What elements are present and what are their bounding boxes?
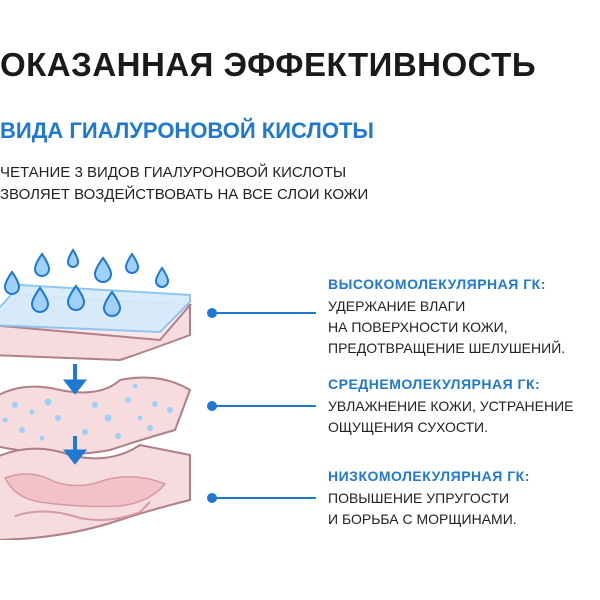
water-drop-icon — [33, 252, 51, 277]
water-drop-icon — [66, 284, 86, 311]
info-line: ПОВЫШЕНИЕ УПРУГОСТИ — [328, 490, 510, 506]
water-drop-icon — [93, 256, 113, 283]
info-title: ВЫСОКОМОЛЕКУЛЯРНАЯ ГК: — [328, 276, 546, 292]
water-drop-icon — [154, 266, 170, 288]
info-title: НИЗКОМОЛЕКУЛЯРНАЯ ГК: — [328, 468, 530, 484]
info-block-low: НИЗКОМОЛЕКУЛЯРНАЯ ГК: ПОВЫШЕНИЕ УПРУГОСТ… — [328, 468, 530, 530]
water-drop-icon — [124, 252, 140, 274]
water-drop-icon — [3, 270, 21, 295]
molecule-dots — [2, 383, 173, 441]
connectors — [207, 308, 316, 503]
arrows — [62, 364, 88, 465]
info-line: И БОРЬБА С МОРЩИНАМИ. — [328, 511, 517, 527]
page-subtitle: ВИДА ГИАЛУРОНОВОЙ КИСЛОТЫ — [0, 118, 374, 143]
page-title: ОКАЗАННАЯ ЭФФЕКТИВНОСТЬ — [0, 46, 537, 83]
info-block-high: ВЫСОКОМОЛЕКУЛЯРНАЯ ГК: УДЕРЖАНИЕ ВЛАГИ Н… — [328, 276, 565, 359]
skin-layers-illustration — [0, 248, 316, 540]
water-drop-icon — [102, 290, 122, 317]
water-drop-icon — [30, 286, 50, 313]
info-line: ОЩУЩЕНИЯ СУХОСТИ. — [328, 419, 488, 435]
middle-skin-layer — [0, 376, 192, 455]
connector-line-1 — [207, 308, 316, 318]
top-skin-layer — [0, 283, 193, 362]
info-line: УВЛАЖНЕНИЕ КОЖИ, УСТРАНЕНИЕ — [328, 398, 574, 414]
info-line: УДЕРЖАНИЕ ВЛАГИ — [328, 298, 466, 314]
arrow-down-icon — [62, 436, 88, 465]
bottom-skin-layer — [0, 443, 191, 540]
connector-line-3 — [207, 493, 316, 503]
intro-line-1: ЧЕТАНИЕ 3 ВИДОВ ГИАЛУРОНОВОЙ КИСЛОТЫ — [0, 164, 347, 181]
info-block-medium: СРЕДНЕМОЛЕКУЛЯРНАЯ ГК: УВЛАЖНЕНИЕ КОЖИ, … — [328, 376, 574, 438]
water-drops — [3, 248, 170, 317]
info-title: СРЕДНЕМОЛЕКУЛЯРНАЯ ГК: — [328, 376, 541, 392]
arrow-down-icon — [62, 364, 88, 395]
connector-line-2 — [207, 401, 316, 411]
intro-text: ЧЕТАНИЕ 3 ВИДОВ ГИАЛУРОНОВОЙ КИСЛОТЫ ЗВО… — [0, 162, 368, 206]
info-line: ПРЕДОТВРАЩЕНИЕ ШЕЛУШЕНИЙ. — [328, 340, 566, 356]
intro-line-2: ЗВОЛЯЕТ ВОЗДЕЙСТВОВАТЬ НА ВСЕ СЛОИ КОЖИ — [0, 186, 369, 203]
water-drop-icon — [66, 248, 80, 268]
info-line: НА ПОВЕРХНОСТИ КОЖИ, — [328, 319, 508, 335]
